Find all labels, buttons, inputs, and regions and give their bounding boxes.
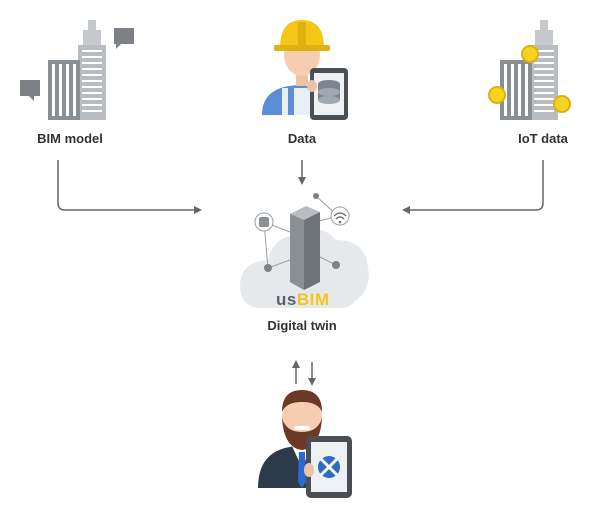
- tablet-tools-icon: [304, 436, 352, 498]
- usbim-logo: usBIM: [276, 290, 330, 310]
- worker-icon: [262, 20, 348, 120]
- wifi-icon: [330, 206, 350, 226]
- usbim-logo-prefix: us: [276, 290, 297, 309]
- usbim-logo-suffix: BIM: [296, 290, 330, 309]
- network-node-icon: [264, 193, 340, 272]
- bim-building-icon: [48, 20, 106, 120]
- arrow-iot-to-twin: [402, 160, 544, 214]
- arrow-bim-to-twin: [57, 160, 202, 214]
- iot-building-icon: [500, 20, 558, 120]
- speech-bubble-icon: [114, 28, 134, 49]
- server-tower-icon: [290, 206, 320, 290]
- digital-twin-label: Digital twin: [267, 318, 337, 333]
- iot-data-label: IoT data: [518, 131, 568, 146]
- data-label: Data: [287, 131, 317, 146]
- bim-model-label: BIM model: [37, 131, 103, 146]
- speech-bubble-icon: [20, 80, 40, 101]
- iot-sensor-icon: [488, 45, 571, 113]
- database-icon: [254, 212, 274, 232]
